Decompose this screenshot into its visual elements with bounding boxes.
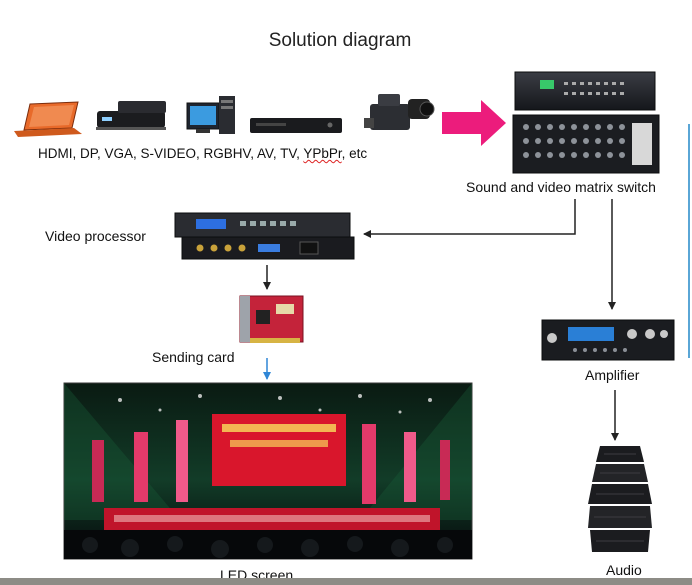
dvd-player-icon <box>250 118 342 133</box>
audio-label: Audio <box>606 562 642 578</box>
sources-label-marked: YPbPr <box>303 146 342 161</box>
led-screen-image <box>63 382 473 560</box>
sending-card-icon <box>239 295 304 343</box>
matrix-to-processor-connector <box>363 199 576 238</box>
sources-label: HDMI, DP, VGA, S-VIDEO, RGBHV, AV, TV, Y… <box>38 146 367 161</box>
video-processor-icon <box>174 212 355 260</box>
matrix-switch-icon <box>512 71 660 174</box>
amplifier-icon <box>541 319 675 361</box>
bottom-strip <box>0 578 692 585</box>
desktop-pc-icon <box>186 96 235 134</box>
sources-to-matrix-arrow <box>442 100 506 146</box>
video-camera-icon <box>364 94 435 130</box>
processor-label: Video processor <box>45 228 146 244</box>
matrix-label: Sound and video matrix switch <box>466 179 656 195</box>
right-edge-frame <box>688 124 692 358</box>
sources-label-end: , etc <box>341 146 368 161</box>
amplifier-label: Amplifier <box>585 367 640 383</box>
diagram-title: Solution diagram <box>268 30 412 51</box>
set-top-box-icon <box>96 101 166 130</box>
sending-card-label: Sending card <box>152 349 235 365</box>
speaker-array-icon <box>588 446 652 552</box>
sources-label-main: HDMI, DP, VGA, S-VIDEO, RGBHV, AV, TV, <box>38 146 304 161</box>
laptop-icon <box>14 101 82 137</box>
